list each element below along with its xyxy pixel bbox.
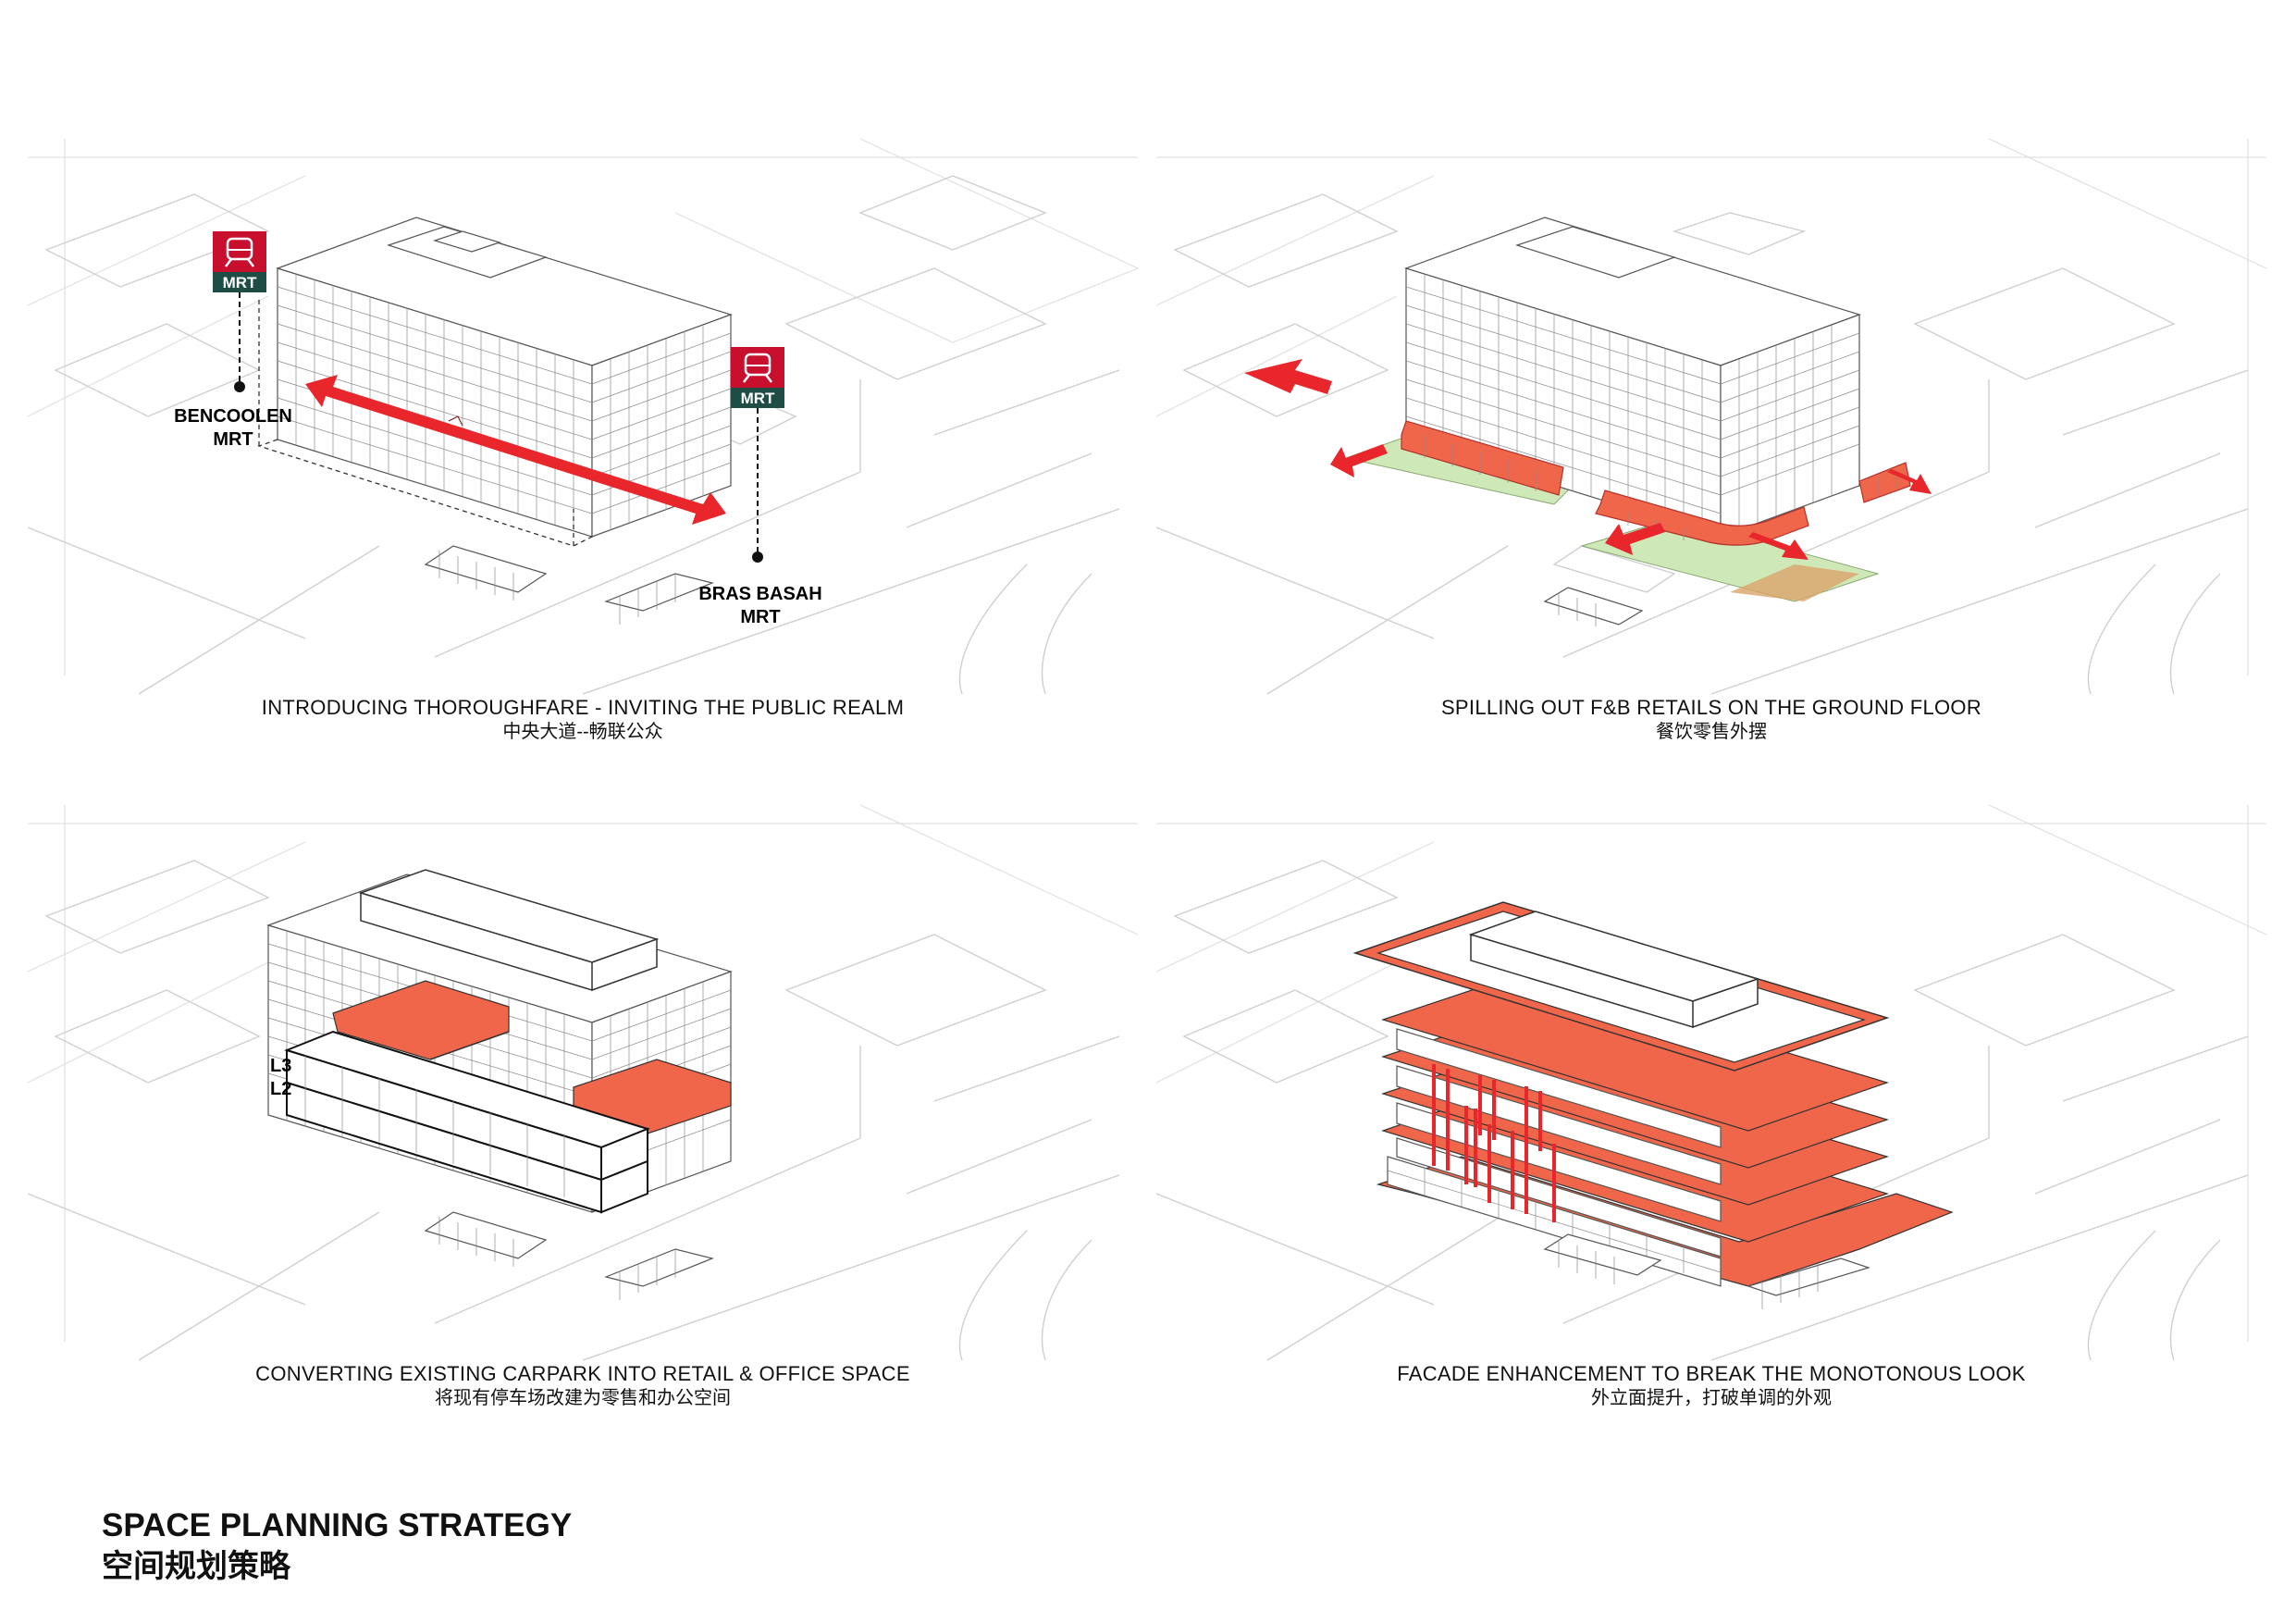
diagram-thoroughfare: MRT BENCOOLEN MRT MRT BRAS BASAH MRT — [27, 138, 1139, 695]
bencoolen-label-line2: MRT — [213, 429, 253, 450]
mrt-badge-text: MRT — [223, 274, 257, 291]
caption-panel-1: INTRODUCING THOROUGHFARE - INVITING THE … — [28, 696, 1138, 744]
converted-space-highlight — [332, 980, 732, 1134]
spill-out-arrows — [1244, 359, 1932, 560]
main-building — [256, 217, 733, 547]
context-buildings — [1155, 138, 2267, 695]
facade-slabs — [1352, 901, 1954, 1287]
caption-zh: 餐饮零售外摆 — [1656, 722, 1767, 742]
diagram-facade-enhancement — [1155, 804, 2267, 1361]
arrow-icon — [1330, 444, 1388, 477]
page-title: SPACE PLANNING STRATEGY — [102, 1507, 573, 1543]
caption-en: FACADE ENHANCEMENT TO BREAK THE MONOTONO… — [1397, 1362, 2026, 1385]
caption-panel-3: CONVERTING EXISTING CARPARK INTO RETAIL … — [28, 1362, 1138, 1410]
arrow-icon — [448, 415, 463, 427]
panel-thoroughfare: MRT BENCOOLEN MRT MRT BRAS BASAH MRT — [27, 138, 1139, 695]
caption-en: CONVERTING EXISTING CARPARK INTO RETAIL … — [255, 1362, 910, 1385]
train-icon — [225, 237, 254, 267]
carpark-levels: L3 L2 — [270, 1030, 650, 1214]
mrt-bras-basah-marker: MRT BRAS BASAH MRT — [698, 347, 822, 627]
caption-zh: 将现有停车场改建为零售和办公空间 — [435, 1388, 731, 1408]
bus-shelters — [1543, 1233, 1870, 1309]
mrt-bencoolen-marker: MRT BENCOOLEN MRT — [174, 231, 292, 450]
level-3-label: L3 — [270, 1056, 291, 1076]
bus-shelters — [424, 545, 714, 625]
page-title-zh: 空间规划策略 — [102, 1549, 290, 1584]
bus-shelters — [1543, 587, 1644, 626]
context-buildings — [1155, 804, 2267, 1361]
bus-shelters — [424, 1211, 714, 1300]
caption-en: SPILLING OUT F&B RETAILS ON THE GROUND F… — [1440, 696, 1982, 719]
main-building — [1404, 217, 1861, 538]
caption-panel-4: FACADE ENHANCEMENT TO BREAK THE MONOTONO… — [1156, 1362, 2266, 1410]
bras-basah-label-line1: BRAS BASAH — [698, 584, 821, 604]
train-icon — [743, 353, 772, 383]
caption-zh: 外立面提升，打破单调的外观 — [1591, 1388, 1832, 1408]
panel-fnb-spill-out — [1155, 138, 2267, 695]
caption-zh: 中央大道--畅联公众 — [502, 722, 663, 742]
thoroughfare-arrow — [305, 375, 726, 525]
arrow-icon — [1887, 469, 1932, 494]
caption-en: INTRODUCING THOROUGHFARE - INVITING THE … — [261, 696, 905, 719]
context-buildings — [27, 804, 1139, 1361]
mrt-badge-text: MRT — [741, 390, 775, 407]
panel-carpark-conversion: L3 L2 — [27, 804, 1139, 1361]
arrow-icon — [1244, 359, 1332, 394]
bras-basah-label-line2: MRT — [740, 607, 780, 627]
ground-plaza — [1344, 436, 1880, 602]
arrow-icon — [1748, 532, 1808, 560]
bencoolen-label-line1: BENCOOLEN — [174, 406, 292, 427]
arrow-icon — [1605, 523, 1665, 555]
panel-facade-enhancement — [1155, 804, 2267, 1361]
diagram-fnb-spill-out — [1155, 138, 2267, 695]
level-2-label: L2 — [270, 1079, 291, 1099]
diagram-carpark-conversion: L3 L2 — [27, 804, 1139, 1361]
facade-fins — [1432, 1064, 1556, 1222]
caption-panel-2: SPILLING OUT F&B RETAILS ON THE GROUND F… — [1156, 696, 2266, 744]
